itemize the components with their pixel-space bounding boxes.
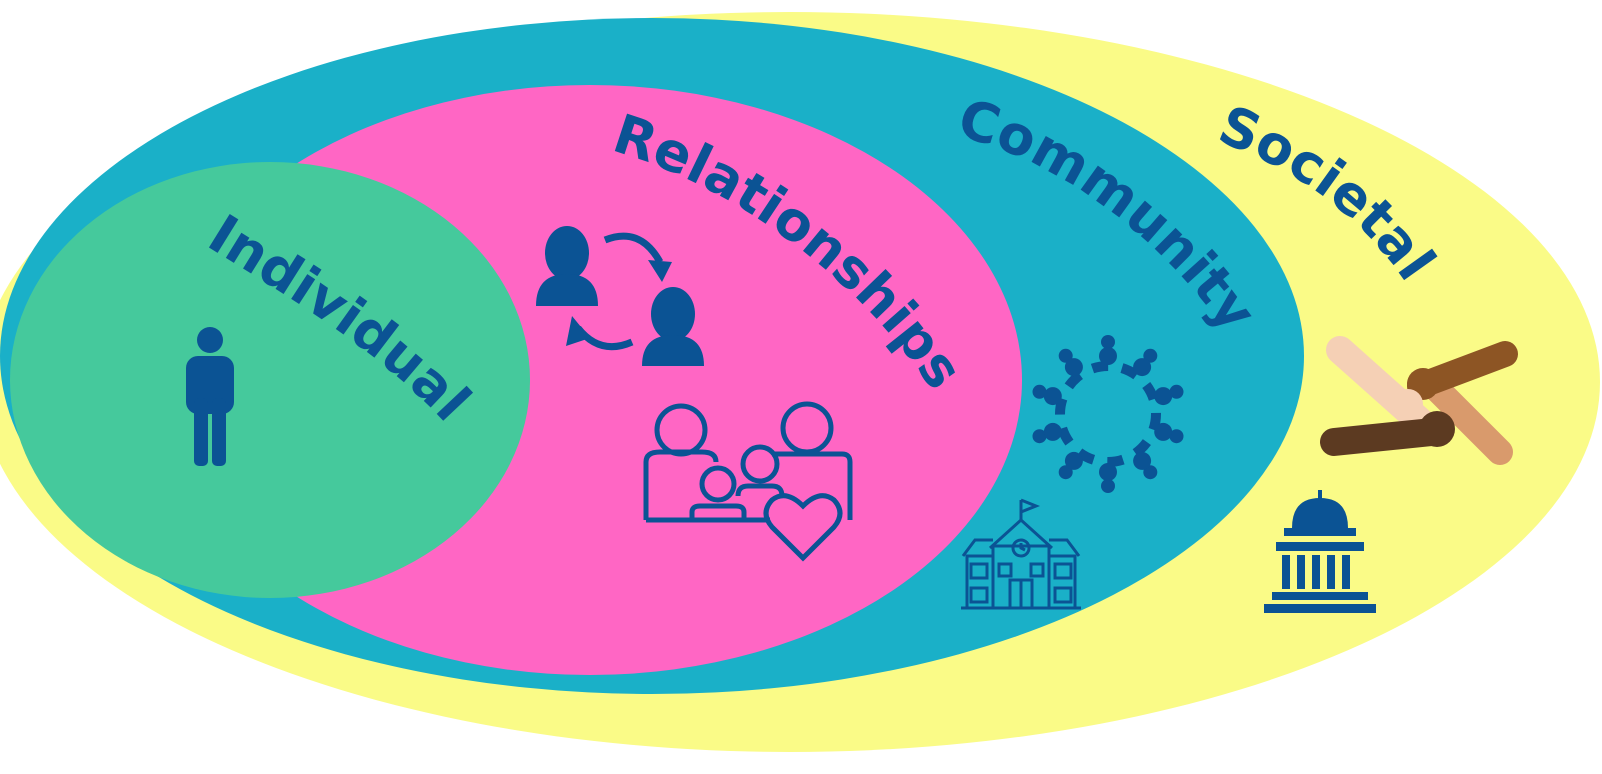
person-body [1099, 463, 1117, 481]
person-body [1043, 387, 1062, 406]
joined-hands-icon [1320, 336, 1518, 465]
person-body [1154, 422, 1173, 441]
person-body [1154, 387, 1173, 406]
school-building-icon [961, 498, 1081, 610]
person-body [1064, 358, 1083, 377]
person-head [1058, 348, 1073, 363]
person-body [1043, 422, 1062, 441]
person-head [1101, 479, 1115, 493]
person-body [1133, 358, 1152, 377]
person-head [1169, 384, 1184, 399]
person-head [1143, 348, 1158, 363]
person-head [1169, 429, 1184, 444]
person-icon [186, 327, 234, 466]
person-body [1064, 451, 1083, 470]
person-head [1143, 465, 1158, 480]
people-circle-icon [1032, 335, 1184, 493]
person-body [1099, 347, 1117, 365]
person-head [1032, 384, 1047, 399]
capitol-building-icon [1264, 490, 1376, 613]
family-heart-icon [643, 401, 853, 562]
person-head [1058, 465, 1073, 480]
exchange-people-icon [536, 226, 704, 366]
person-head [1101, 335, 1115, 349]
person-head [1032, 429, 1047, 444]
individual-ring [10, 162, 530, 598]
person-body [1133, 451, 1152, 470]
